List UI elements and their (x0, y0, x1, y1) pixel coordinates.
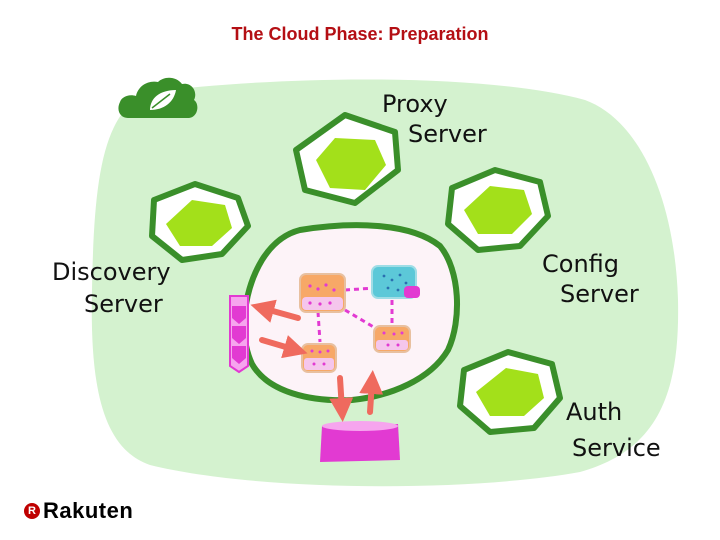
service-pod-4 (301, 343, 337, 373)
slide-title: The Cloud Phase: Preparation (231, 24, 489, 44)
arrow-core-to-db (329, 375, 354, 422)
proxy-server-node (293, 112, 401, 206)
arrow-pod-to-gateway (250, 299, 301, 323)
auth-service-node (457, 349, 563, 435)
service-pod-3 (373, 325, 411, 353)
auth-label-line2: Service (572, 434, 661, 462)
service-pod-1 (299, 273, 346, 313)
database-icon (320, 421, 400, 462)
proxy-label-line2: Server (408, 120, 487, 148)
discovery-label-line1: Discovery (52, 258, 171, 286)
arrow-gateway-to-pod (259, 335, 308, 359)
pod-connectors (316, 286, 394, 343)
rakuten-logo: R Rakuten (24, 498, 133, 524)
config-label-line2: Server (560, 280, 639, 308)
flow-arrows (250, 299, 384, 422)
discovery-server-node (149, 181, 251, 263)
proxy-label-line1: Proxy (382, 90, 448, 118)
config-server-node (445, 167, 551, 253)
cloud-leaf-icon (118, 77, 198, 118)
auth-label-line1: Auth (566, 398, 622, 426)
rakuten-wordmark: Rakuten (43, 498, 134, 523)
service-pod-2 (371, 265, 420, 299)
rakuten-r-icon: R (24, 503, 40, 519)
discovery-label-line2: Server (84, 290, 163, 318)
config-label-line1: Config (542, 250, 619, 278)
gateway-column (229, 295, 249, 374)
arrow-db-to-core (359, 370, 384, 415)
